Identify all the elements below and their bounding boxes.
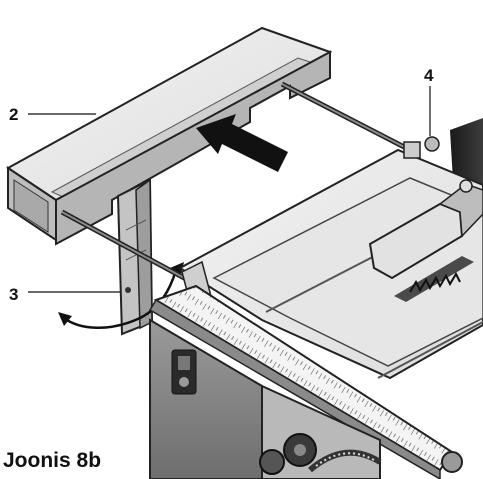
callout-label-4: 4	[424, 66, 434, 85]
saw-cabinet	[149, 318, 382, 479]
saw-table	[178, 136, 483, 380]
direction-arrow	[196, 114, 288, 172]
extension-bar	[6, 26, 333, 246]
callout-label-3: 3	[9, 285, 19, 304]
guide-rods	[60, 81, 412, 283]
leader-lines	[28, 86, 431, 293]
callout-label-2: 2	[9, 105, 19, 124]
figure-caption: Joonis 8b	[3, 450, 106, 471]
